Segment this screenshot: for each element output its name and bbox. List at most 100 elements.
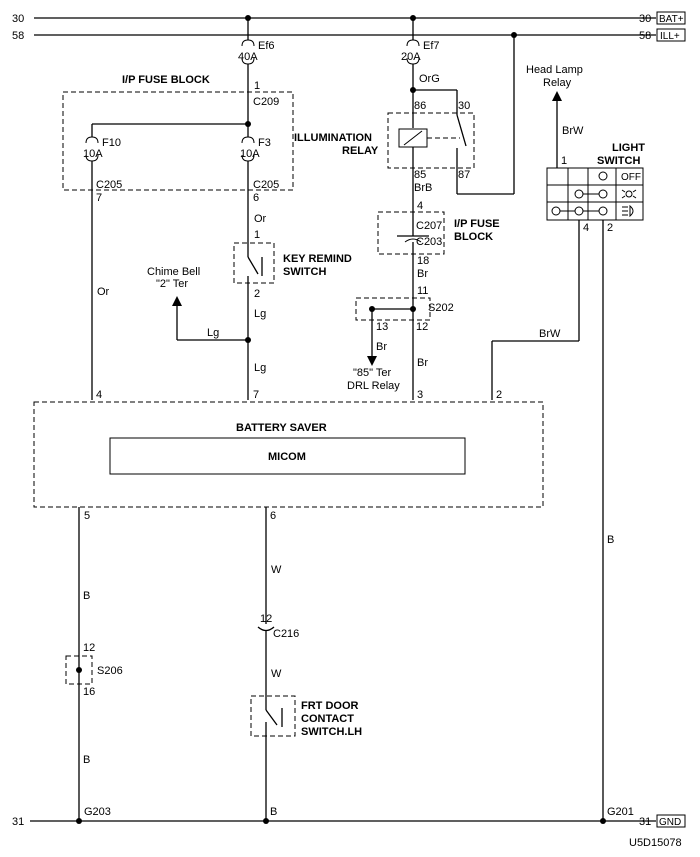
drl-relay-line2: DRL Relay [347, 380, 400, 392]
key-remind-switch: 1 KEY REMIND SWITCH 2 [233, 229, 352, 400]
bat-rail-number-left: 30 [12, 13, 24, 25]
ef7-fuse-rating: 20A [401, 51, 421, 63]
drl-relay-line1: "85" Ter [353, 367, 392, 379]
light-switch-off-label: OFF [621, 172, 641, 183]
ef6-fuse-name: Ef6 [258, 40, 275, 52]
wire-label-b-bottom: B [270, 806, 277, 818]
connector-c216-pin: 12 [260, 613, 272, 625]
wire-label-b-1: B [83, 590, 90, 602]
key-remind-switch-title-line2: SWITCH [283, 266, 326, 278]
head-lamp-relay: Head Lamp Relay [526, 64, 583, 168]
chime-bell-branch: Lg Chime Bell "2" Ter [147, 266, 251, 343]
illumination-relay-pin85: 85 [414, 169, 426, 181]
wire-label-br-13: Br [376, 341, 387, 353]
wire-label-lg-2: Lg [254, 362, 266, 374]
ip-fuse-block-2: 4 C207 C203 I/P FUSE BLOCK 18 [377, 200, 500, 302]
gnd-rail: 31 31 GND [12, 814, 686, 828]
wire-label-brb: BrB [414, 182, 432, 194]
wire-label-org: OrG [419, 73, 440, 85]
wire-label-b-2: B [83, 754, 90, 766]
illumination-relay-title-line1: ILLUMINATION [294, 132, 372, 144]
chime-bell-line1: Chime Bell [147, 266, 200, 278]
diagram-code: U5D15078 [629, 837, 682, 849]
key-remind-switch-title-line1: KEY REMIND [283, 253, 352, 265]
f3-fuse-name: F3 [258, 137, 271, 149]
f10-fuse-name: F10 [102, 137, 121, 149]
connector-c216: 12 C216 [257, 613, 299, 640]
head-lamp-relay-line1: Head Lamp [526, 64, 583, 76]
wire-label-w-2: W [271, 668, 282, 680]
f3-fuse-rating: 10A [240, 148, 260, 160]
connector-c216-name: C216 [273, 628, 299, 640]
battery-saver-pin3: 3 [417, 389, 423, 401]
ip-fuse-block2-pin4: 4 [417, 200, 423, 212]
battery-saver-pin6: 6 [270, 510, 276, 522]
door-switch-line3: SWITCH.LH [301, 726, 362, 738]
illumination-relay-pin30: 30 [458, 100, 470, 112]
battery-saver: 4 7 3 2 BATTERY SAVER MICOM 5 6 [33, 389, 544, 522]
ip-fuse-block-c209: C209 [253, 96, 279, 108]
splice-s206-name: S206 [97, 665, 123, 677]
wire-label-brw-right: BrW [539, 328, 561, 340]
f10-fuse-rating: 10A [83, 148, 103, 160]
wire-label-b-right: B [607, 534, 614, 546]
illumination-relay: 86 30 ILLUMINATION RELAY 85 87 [294, 32, 517, 202]
key-remind-switch-pin1: 1 [254, 229, 260, 241]
ip-fuse-block-c205-right: C205 [253, 179, 279, 191]
wire-label-or-left: Or [97, 286, 110, 298]
splice-s202-name: S202 [428, 302, 454, 314]
wire-label-lg-1: Lg [254, 308, 266, 320]
head-lamp-relay-line2: Relay [543, 77, 572, 89]
wire-label-brw-top: BrW [562, 125, 584, 137]
splice-s202-pin11: 11 [417, 285, 428, 297]
ground-g203-label: G203 [84, 806, 111, 818]
ef6-fuse: Ef6 40A [238, 15, 275, 124]
splice-s206-pin12: 12 [83, 642, 95, 654]
battery-saver-pin5: 5 [84, 510, 90, 522]
light-switch: LIGHT SWITCH 1 OFF [546, 142, 645, 821]
splice-s206: 12 S206 16 [65, 642, 123, 698]
ef6-fuse-rating: 40A [238, 51, 258, 63]
splice-s202: 11 S202 13 12 [355, 285, 454, 400]
ip-fuse-block-pin7: 7 [96, 192, 102, 204]
light-switch-title-line1: LIGHT [612, 142, 645, 154]
gnd-rail-number-left: 31 [12, 816, 24, 828]
bat-rail-number-right: 30 [639, 13, 651, 25]
wire-label-w-1: W [271, 564, 282, 576]
frt-door-contact-switch: FRT DOOR CONTACT SWITCH.LH [250, 695, 362, 821]
ef7-fuse: Ef7 20A [401, 15, 440, 128]
wire-label-br-2: Br [417, 357, 428, 369]
splice-s202-pin13: 13 [376, 321, 388, 333]
parking-lamp-icon [621, 189, 637, 199]
battery-saver-micom: MICOM [268, 451, 306, 463]
battery-saver-pin4: 4 [96, 389, 102, 401]
light-switch-pin2: 2 [607, 222, 613, 234]
ip-fuse-block-pin6: 6 [253, 192, 259, 204]
ip-fuse-block: I/P FUSE BLOCK 1 C209 F10 10A F3 10A C20… [62, 74, 294, 400]
ip-fuse-block-title: I/P FUSE BLOCK [122, 74, 210, 86]
light-switch-title-line2: SWITCH [597, 155, 640, 167]
key-remind-switch-pin2: 2 [254, 288, 260, 300]
ip-fuse-block-c205-left: C205 [96, 179, 122, 191]
ill-rail-number-left: 58 [12, 30, 24, 42]
battery-saver-pin7: 7 [253, 389, 259, 401]
ip-fuse-block-pin1: 1 [254, 80, 260, 92]
chime-bell-line2: "2" Ter [156, 278, 188, 290]
ground-g203: G203 [76, 806, 111, 824]
illumination-relay-pin87: 87 [458, 169, 470, 181]
battery-saver-pin2: 2 [496, 389, 502, 401]
gnd-rail-number-right: 31 [639, 816, 651, 828]
ill-rail: 58 58 ILL+ [12, 28, 686, 42]
door-switch-line1: FRT DOOR [301, 700, 358, 712]
ip-fuse-block2-c203: C203 [416, 236, 442, 248]
ill-rail-number-right: 58 [639, 30, 651, 42]
wire-label-or-mid: Or [254, 213, 267, 225]
headlamp-icon [622, 204, 634, 218]
wire-label-lg-branch: Lg [207, 327, 219, 339]
ip-fuse-block2-c207: C207 [416, 220, 442, 232]
splice-s202-pin12: 12 [416, 321, 428, 333]
ill-rail-tag: ILL+ [660, 31, 680, 42]
bat-rail: 30 30 BAT+ [12, 11, 686, 25]
light-switch-pin4: 4 [583, 222, 589, 234]
